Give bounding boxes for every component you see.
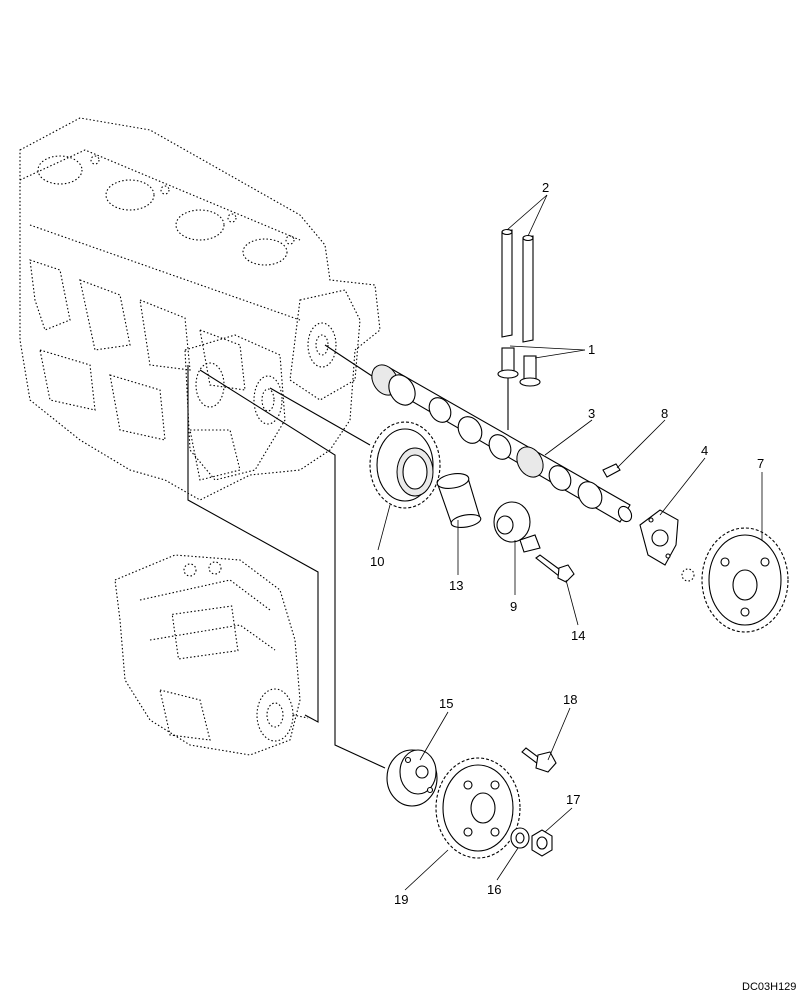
callout-19: 19 [394,892,408,907]
callout-4: 4 [701,443,708,458]
tappets [497,347,541,387]
callout-15: 15 [439,696,453,711]
idler-shaft [493,501,541,553]
callout-1: 1 [588,342,595,357]
drawing-code: DC03H129 [742,981,796,993]
callout-18: 18 [563,692,577,707]
callout-numbers: 2 1 3 8 4 7 10 13 9 14 15 18 17 16 19 [370,180,764,907]
alignment-lines [187,344,509,769]
injection-pump-phantom [114,554,309,756]
push-rods [501,228,534,343]
callout-7: 7 [757,456,764,471]
callout-10: 10 [370,554,384,569]
callout-9: 9 [510,599,517,614]
thrust-plate [639,509,679,566]
callout-8: 8 [661,406,668,421]
callout-2: 2 [542,180,549,195]
callout-13: 13 [449,578,463,593]
callout-3: 3 [588,406,595,421]
camshaft [370,364,633,523]
bushing [436,473,482,529]
washer [510,827,530,849]
callout-leaders [377,194,763,891]
pump-flange [386,749,438,807]
nut [531,829,553,857]
callout-16: 16 [487,882,501,897]
callout-17: 17 [566,792,580,807]
idler-gear [369,421,441,509]
callout-14: 14 [571,628,585,643]
pump-gear [435,757,521,859]
bolt-14 [535,554,575,583]
camshaft-gear [681,527,789,633]
engine-block-phantom [19,117,381,501]
woodruff-key [602,463,621,478]
bolt-18 [521,747,557,773]
